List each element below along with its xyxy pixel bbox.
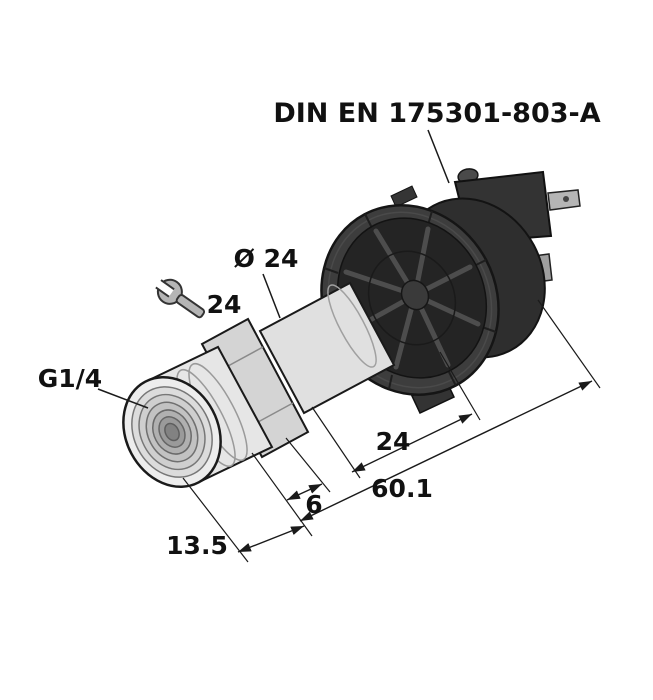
dim-line-hex-width — [286, 483, 323, 501]
diameter-label: Ø 24 — [234, 244, 299, 273]
wrench-notch — [152, 277, 175, 297]
housing-web-ring — [367, 250, 457, 346]
thread-label: G1/4 — [38, 364, 102, 393]
dim-connector-length: 24 — [376, 427, 411, 456]
housing-hub — [400, 279, 430, 311]
wrench-handle — [175, 294, 206, 319]
bore-center — [164, 422, 180, 442]
ext-device-end — [537, 299, 601, 389]
leader-thread — [97, 388, 149, 409]
dim-overall-length: 60.1 — [371, 474, 433, 503]
body-groove — [327, 284, 377, 368]
ext-hex-back — [285, 437, 331, 493]
wrench-notch-edges — [155, 279, 175, 298]
ext-hex-front — [251, 452, 313, 537]
leader-din-standard — [427, 129, 450, 184]
dim-thread-length: 13.5 — [166, 531, 228, 560]
dim-line-thread-length — [237, 525, 305, 553]
leader-diameter — [262, 273, 281, 319]
process-connection-port — [122, 345, 274, 489]
dim-hex-width: 6 — [305, 490, 322, 519]
ext-port-front — [182, 477, 249, 563]
sensor-body — [258, 281, 396, 415]
dim-line-connector-length — [351, 413, 473, 473]
housing-top-bump — [390, 185, 418, 208]
din-standard-label: DIN EN 175301-803-A — [273, 98, 600, 129]
dim-line-overall-length — [299, 380, 593, 522]
wrench-icon — [152, 277, 206, 319]
wrench-size-label: 24 — [207, 290, 242, 319]
spade-hole-top — [563, 196, 569, 202]
ext-connector-front — [311, 406, 361, 479]
